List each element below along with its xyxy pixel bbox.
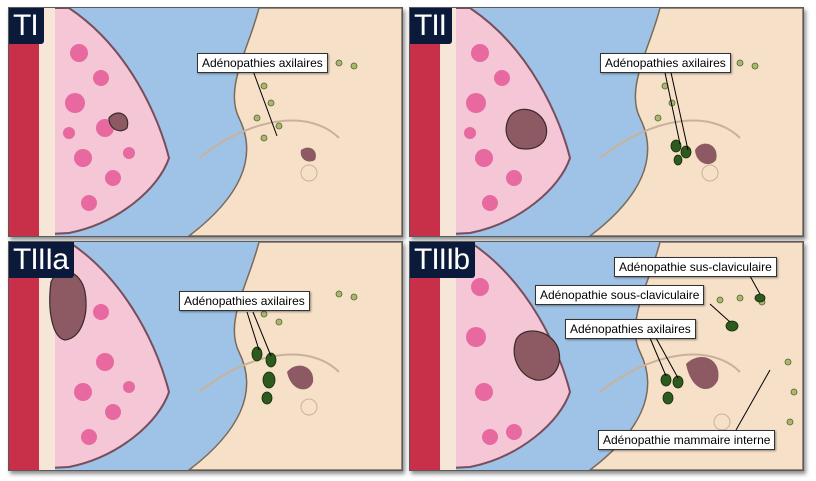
infraclavicular-node-label: Adénopathie sous-claviculaire bbox=[535, 285, 705, 305]
panel-stage-ti: TI Adénopathies axilaires bbox=[8, 7, 403, 237]
stage-label: TIIIb bbox=[410, 242, 476, 278]
panel-stage-tii: TII Adénopathies axilaires bbox=[409, 7, 804, 237]
internal-mammary-node-label: Adénopathie mammaire interne bbox=[598, 430, 776, 450]
stage-label: TIIIa bbox=[9, 242, 75, 278]
illustration-stage-ti bbox=[9, 8, 402, 236]
illustration-stage-tii bbox=[410, 8, 803, 236]
axillary-nodes-label: Adénopathies axilaires bbox=[565, 319, 696, 339]
stage-label: TI bbox=[9, 8, 44, 44]
axillary-nodes-label: Adénopathies axilaires bbox=[600, 53, 731, 73]
panel-stage-tiiia: TIIIa Adénopathies axilaires bbox=[8, 241, 403, 471]
axillary-nodes-label: Adénopathies axilaires bbox=[179, 291, 310, 311]
axillary-nodes-label: Adénopathies axilaires bbox=[197, 53, 328, 73]
illustration-stage-tiiia bbox=[9, 242, 402, 470]
supraclavicular-node-label: Adénopathie sus-claviculaire bbox=[614, 257, 777, 277]
panel-stage-tiiib: TIIIb Adénopathie sus-claviculaire Adéno… bbox=[409, 241, 804, 471]
stage-label: TII bbox=[410, 8, 452, 44]
